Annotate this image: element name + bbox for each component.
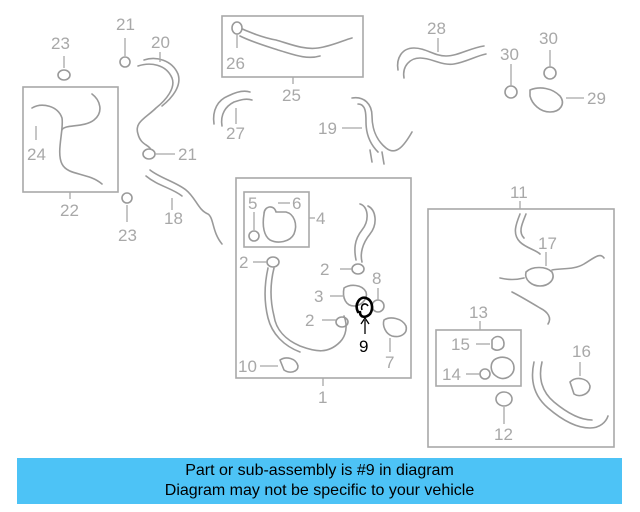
group-box-22 [22, 86, 119, 193]
callout-16: 16 [572, 342, 591, 361]
callout-20: 20 [151, 33, 170, 52]
callout-23b: 23 [118, 226, 137, 245]
callout-21b: 21 [178, 145, 197, 164]
callout-21: 21 [116, 15, 135, 34]
callout-29: 29 [587, 89, 606, 108]
banner-line-2: Diagram may not be specific to your vehi… [164, 482, 475, 499]
part-5-oring [248, 212, 260, 242]
part-upper-hose [354, 203, 376, 263]
callout-12: 12 [494, 425, 513, 444]
callout-7: 7 [385, 353, 394, 372]
callout-19: 19 [318, 119, 337, 138]
callout-18: 18 [164, 209, 183, 228]
part-9-clip-highlighted[interactable] [355, 296, 374, 334]
group-box-11 [427, 208, 615, 448]
callout-2b: 2 [320, 260, 329, 279]
part-11-pipe [514, 213, 541, 255]
callout-1: 1 [318, 388, 327, 407]
callout-17: 17 [538, 234, 557, 253]
callout-8: 8 [372, 269, 381, 288]
callout-2a: 2 [239, 253, 248, 272]
part-19-pipe [342, 96, 413, 165]
part-6-housing [262, 202, 297, 243]
callout-13: 13 [469, 303, 488, 322]
info-banner: Part or sub-assembly is #9 in diagram Di… [17, 458, 622, 504]
part-30b-clamp [543, 50, 557, 80]
callout-5: 5 [248, 194, 257, 213]
callout-22: 22 [60, 201, 79, 220]
callout-23: 23 [51, 34, 70, 53]
callout-6: 6 [292, 194, 301, 213]
callout-26: 26 [226, 54, 245, 73]
part-28-hose [396, 38, 487, 79]
part-24-hose [31, 93, 103, 185]
part-12-clamp [495, 391, 513, 424]
part-14-fitting [466, 356, 515, 380]
callout-4: 4 [316, 209, 325, 228]
part-10-pipe [260, 267, 347, 373]
part-15-clip [476, 335, 505, 351]
callout-25: 25 [282, 86, 301, 105]
part-18-pipe [145, 169, 223, 245]
group-box-4 [243, 191, 310, 248]
callout-30a: 30 [500, 45, 519, 64]
callout-14: 14 [442, 365, 461, 384]
part-23-clamp [57, 56, 71, 81]
callout-30b: 30 [539, 29, 558, 48]
callout-24: 24 [27, 145, 46, 164]
part-16-hose [531, 361, 609, 429]
callout-11: 11 [510, 183, 528, 202]
part-21b-clamp [142, 148, 175, 160]
part-30-clamp [504, 64, 518, 99]
callout-2c: 2 [305, 311, 314, 330]
callout-27: 27 [226, 124, 245, 143]
part-3-tee [330, 284, 368, 307]
part-20-hose [136, 52, 180, 153]
group-box-13 [435, 329, 522, 387]
callout-3: 3 [314, 287, 323, 306]
part-8-oring [371, 288, 385, 313]
part-29-fitting [529, 87, 584, 113]
banner-line-1: Part or sub-assembly is #9 in diagram [185, 462, 454, 479]
part-26-pipe [231, 21, 353, 59]
part-21-clamp [119, 38, 131, 68]
part-23b-clamp [121, 192, 133, 222]
part-7-sensor [382, 317, 408, 352]
part-2-clamps [253, 256, 365, 328]
callout-15: 15 [451, 335, 470, 354]
part-17-manifold [499, 252, 605, 325]
part-27-hose [212, 90, 253, 127]
callout-28: 28 [427, 19, 446, 38]
callout-9-highlighted[interactable]: 9 [359, 337, 368, 356]
callout-10: 10 [238, 357, 257, 376]
